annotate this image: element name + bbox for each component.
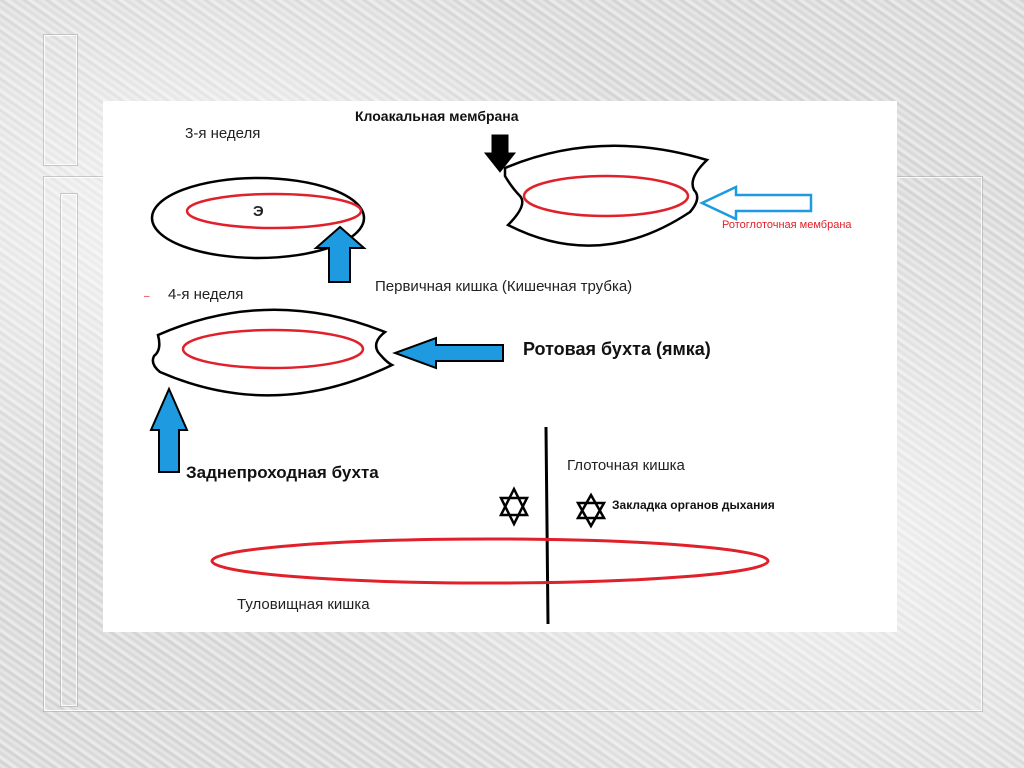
pharyngeal-gut-label: Глоточная кишка: [567, 457, 686, 474]
up-arrow-week3: [313, 225, 367, 283]
pharynx-trunk-divider: [544, 426, 550, 625]
week3-outer-ellipse: [150, 176, 366, 260]
week4-label: 4-я неделя: [168, 286, 243, 303]
e-letter-label: Э: [253, 203, 264, 220]
trunk-gut-label: Туловищная кишка: [237, 596, 370, 613]
outer-frame-left: [44, 35, 77, 165]
respiratory-anlage-label: Закладка органов дыхания: [612, 498, 775, 512]
gut-tube-inner-ellipse: [522, 174, 690, 218]
down-arrow-cloacal: [483, 134, 517, 173]
dash-mark: –: [144, 291, 150, 302]
outer-frame-inner: [61, 194, 77, 706]
trunk-gut-ellipse: [210, 537, 770, 585]
gut-tube-outline: [503, 144, 710, 247]
week3-inner-ellipse: [185, 192, 363, 230]
week4-tube-outline: [151, 308, 395, 397]
up-arrow-anal-bay: [149, 386, 189, 473]
anal-bay-label: Заднепроходная бухта: [186, 463, 379, 482]
star-icon-right: [575, 492, 607, 529]
left-arrow-oral-bay: [392, 336, 504, 370]
oropharyngeal-membrane-label: Ротоглоточная мембрана: [722, 219, 852, 231]
week3-label: 3-я неделя: [185, 125, 260, 142]
primary-gut-label: Первичная кишка (Кишечная трубка): [375, 278, 632, 295]
cloacal-membrane-label: Клоакальная мембрана: [355, 108, 519, 124]
left-arrow-oropharyngeal: [699, 185, 813, 221]
week4-inner-ellipse: [181, 328, 365, 370]
star-icon-left: [498, 486, 530, 527]
oral-bay-label: Ротовая бухта (ямка): [523, 339, 711, 359]
